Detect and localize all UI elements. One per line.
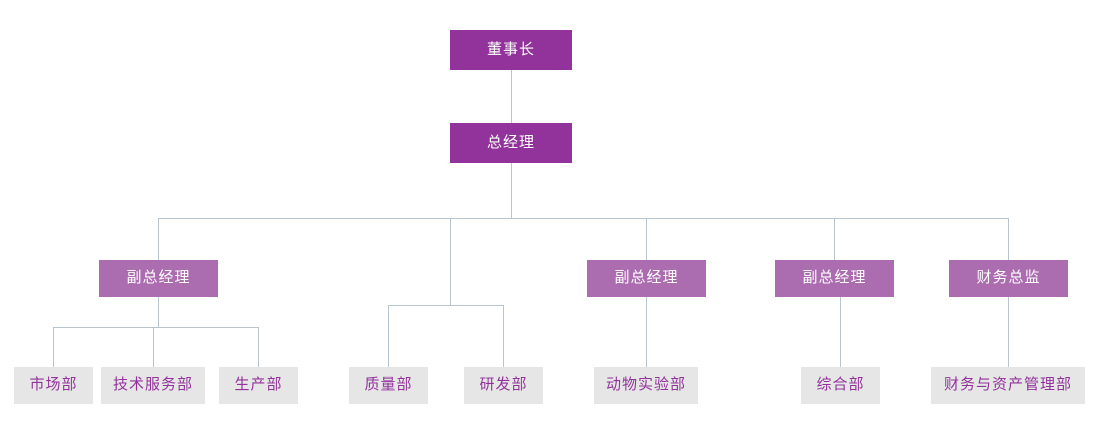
node-deputy-general-manager-1[interactable]: 副总经理	[99, 260, 218, 297]
connector-to-tech-service	[153, 327, 154, 367]
connector-bus-to-deputy-1	[158, 218, 159, 260]
connector-bus-to-deputy-3	[834, 218, 835, 260]
connector-to-rnd	[503, 305, 504, 367]
connector-deputy3-to-general-affairs	[840, 297, 841, 367]
node-dept-quality[interactable]: 质量部	[349, 367, 428, 404]
connector-to-quality	[388, 305, 389, 367]
connector-chairman-to-gm	[511, 70, 512, 123]
connector-to-production	[258, 327, 259, 367]
node-dept-marketing[interactable]: 市场部	[14, 367, 93, 404]
connector-deputy1-bus	[53, 327, 259, 328]
connector-deputy2-to-animal-lab	[646, 297, 647, 367]
node-dept-general-affairs[interactable]: 综合部	[801, 367, 880, 404]
connector-bus-to-deputy-2	[646, 218, 647, 260]
node-deputy-general-manager-2[interactable]: 副总经理	[587, 260, 706, 297]
connector-level3-bus	[158, 218, 1009, 219]
connector-to-marketing	[53, 327, 54, 367]
connector-deputy1-down	[158, 297, 159, 327]
node-finance-director[interactable]: 财务总监	[949, 260, 1068, 297]
connector-gm-down	[511, 163, 512, 219]
node-dept-finance-asset[interactable]: 财务与资产管理部	[931, 367, 1085, 404]
connector-qr-bus	[388, 305, 504, 306]
connector-finance-director-to-finance-dept	[1008, 297, 1009, 367]
node-deputy-general-manager-3[interactable]: 副总经理	[775, 260, 894, 297]
node-dept-animal-lab[interactable]: 动物实验部	[594, 367, 698, 404]
node-dept-rnd[interactable]: 研发部	[464, 367, 543, 404]
node-dept-tech-service[interactable]: 技术服务部	[101, 367, 205, 404]
node-dept-production[interactable]: 生产部	[219, 367, 298, 404]
connector-bus-to-qr-branch	[450, 218, 451, 305]
connector-bus-to-finance-director	[1008, 218, 1009, 260]
node-chairman[interactable]: 董事长	[450, 30, 572, 70]
node-general-manager[interactable]: 总经理	[450, 123, 572, 163]
